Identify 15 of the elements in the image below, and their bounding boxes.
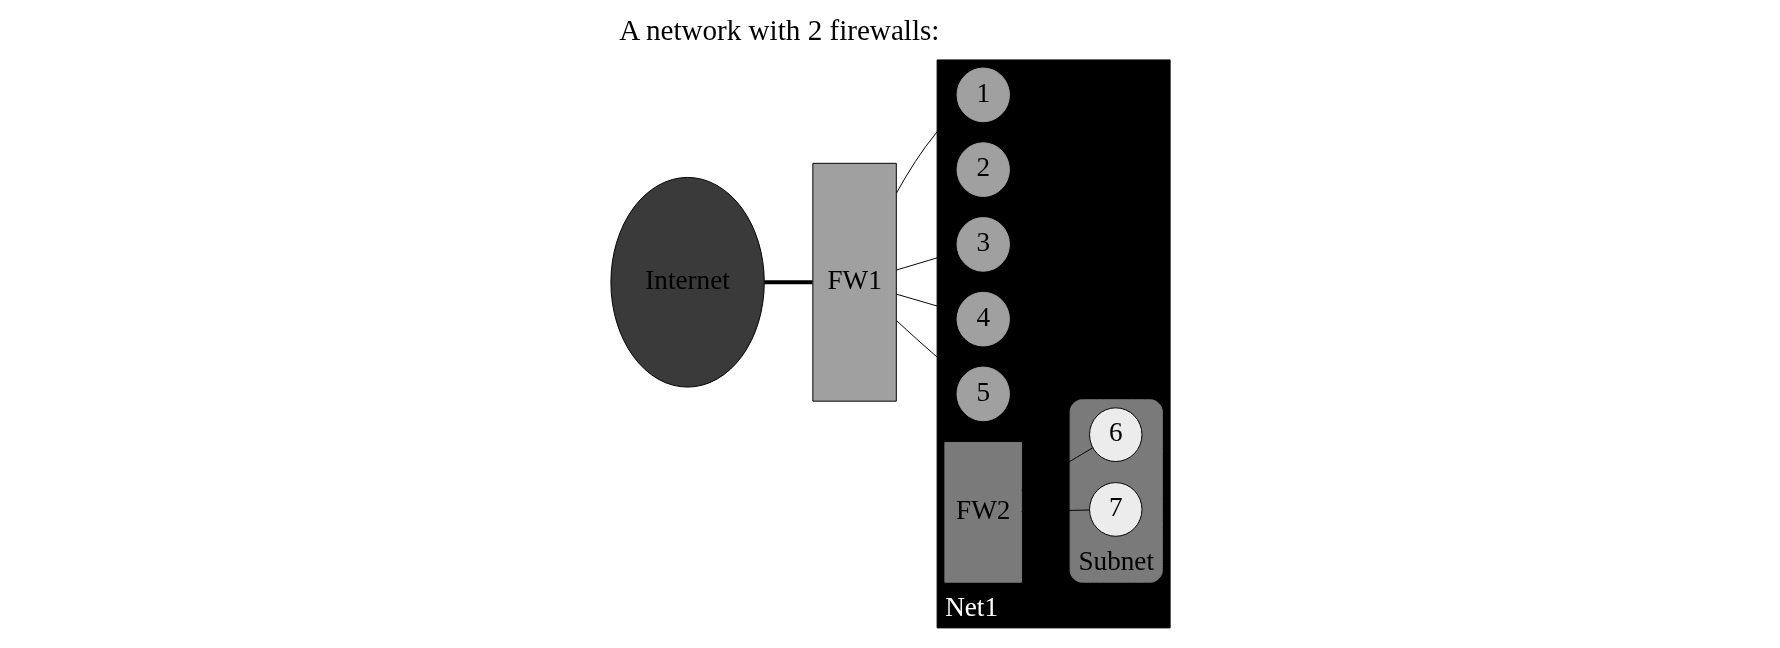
node-circle: 5 bbox=[956, 366, 1010, 422]
node-circle: 6 bbox=[1088, 407, 1142, 462]
node-circle: 7 bbox=[1088, 482, 1142, 537]
connector bbox=[1020, 447, 1093, 491]
node-circle: 2 bbox=[956, 142, 1010, 197]
node-circle: 4 bbox=[956, 291, 1010, 347]
connector bbox=[1020, 509, 1090, 512]
node-box: FW1 bbox=[811, 162, 897, 402]
node-box: FW2 bbox=[943, 441, 1022, 583]
node-ellipse: Internet bbox=[609, 176, 765, 388]
connector bbox=[763, 280, 813, 285]
node-circle: 3 bbox=[956, 217, 1010, 272]
connector bbox=[895, 109, 961, 194]
diagram-title: A network with 2 firewalls: bbox=[618, 13, 939, 46]
node-circle: 1 bbox=[956, 67, 1010, 123]
